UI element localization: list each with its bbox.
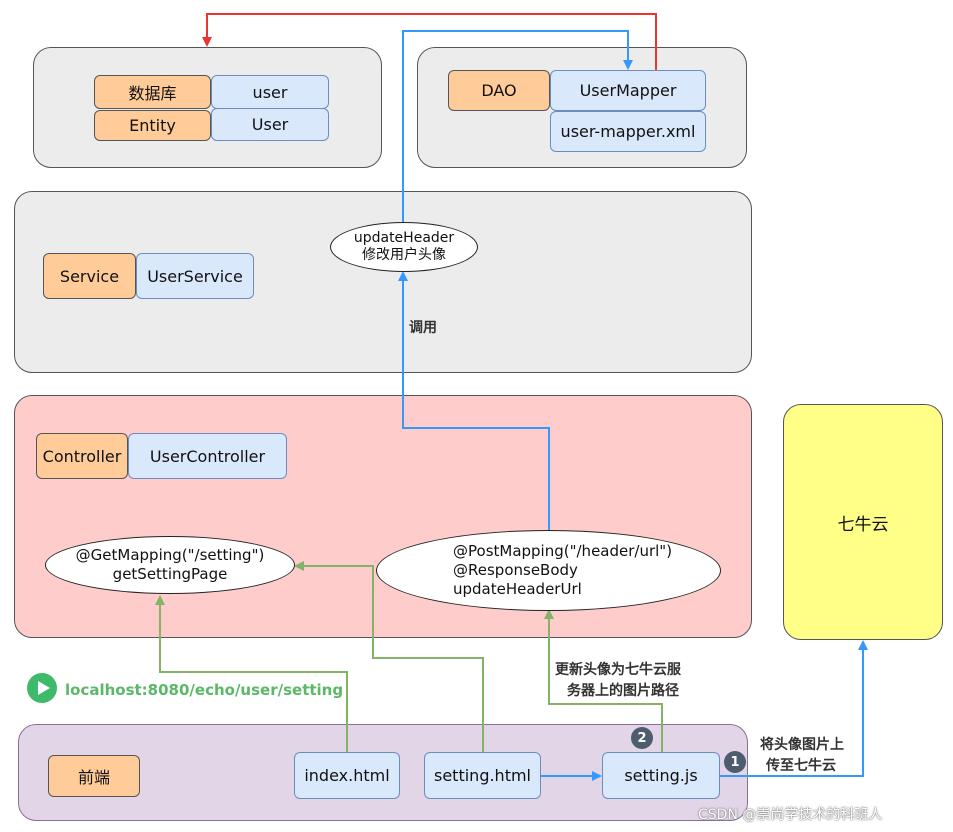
blue-connector-js-qiniu	[720, 640, 868, 777]
response-body-annotation: @ResponseBody	[453, 561, 578, 579]
usercontroller-box: UserController	[128, 433, 287, 479]
blue-connector-service-dao	[402, 30, 633, 224]
play-icon	[27, 673, 57, 703]
service-label-box: Service	[43, 253, 136, 299]
controller-label-box: Controller	[36, 433, 128, 479]
index-html-box: index.html	[294, 752, 400, 799]
qiniu-cloud-box: 七牛云	[783, 404, 943, 640]
upload-label: 将头像图片上 传至七牛云	[760, 735, 844, 777]
post-mapping-ellipse: @PostMapping("/header/url") @ResponseBod…	[376, 530, 721, 611]
setting-url-label: localhost:8080/echo/user/setting	[65, 681, 344, 699]
dao-label-box: DAO	[448, 70, 550, 111]
green-connector-get-setting	[294, 561, 484, 752]
step-2-badge: 2	[631, 727, 653, 749]
blue-connector-controller-service	[398, 271, 550, 530]
user-mapper-xml-box: user-mapper.xml	[550, 111, 706, 152]
update-header-desc: 修改用户头像	[362, 247, 446, 263]
frontend-label-box: 前端	[48, 755, 140, 797]
step-1-badge: 1	[724, 751, 746, 773]
red-connector	[202, 13, 657, 70]
green-connector-js-post	[544, 609, 663, 752]
call-label: 调用	[409, 320, 437, 336]
update-path-label: 更新头像为七牛云服 务器上的图片路径	[555, 660, 681, 702]
db-label-box: 数据库	[94, 75, 211, 109]
usermapper-box: UserMapper	[550, 70, 706, 111]
update-path-label-line1: 更新头像为七牛云服	[555, 662, 681, 678]
watermark: CSDN @崇尚学技术的科班人	[698, 807, 883, 823]
update-header-ellipse: updateHeader 修改用户头像	[330, 222, 478, 272]
get-mapping-ellipse: @GetMapping("/setting") getSettingPage	[45, 536, 295, 594]
qiniu-cloud-label: 七牛云	[837, 514, 889, 535]
setting-html-box: setting.html	[424, 752, 541, 799]
userservice-box: UserService	[136, 253, 254, 299]
entity-value-box: User	[211, 108, 329, 141]
upload-label-line1: 将头像图片上	[760, 737, 844, 753]
db-value-box: user	[211, 75, 329, 109]
green-connector-index-get	[155, 595, 348, 752]
get-mapping-annotation: @GetMapping("/setting")	[75, 546, 265, 564]
entity-label-box: Entity	[94, 110, 211, 141]
setting-js-box: setting.js	[602, 752, 720, 799]
post-mapping-annotation: @PostMapping("/header/url")	[453, 542, 673, 560]
upload-label-line2: 传至七牛云	[766, 758, 836, 774]
update-header-url-method: updateHeaderUrl	[453, 580, 582, 598]
update-path-label-line2: 务器上的图片路径	[567, 683, 679, 699]
get-setting-page-method: getSettingPage	[112, 565, 228, 583]
update-header-method: updateHeader	[353, 230, 455, 246]
